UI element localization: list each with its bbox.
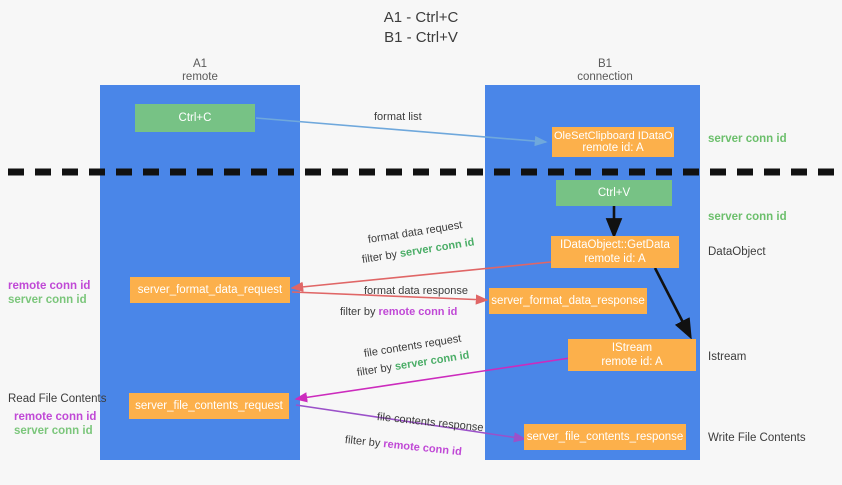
node-istream[interactable]: IStream remote id: A <box>568 339 696 371</box>
edge-label-format-data-response: format data response <box>364 285 468 297</box>
title-line-1: A1 - Ctrl+C <box>383 9 459 26</box>
edge-filter-format-data-response: filter by remote conn id <box>340 305 457 319</box>
note-write-file-contents: Write File Contents <box>708 432 806 444</box>
node-ctrl-c-line1: Ctrl+C <box>178 112 212 124</box>
filter-prefix-4: filter by <box>344 434 384 450</box>
edge-label-file-contents-response: file contents response <box>376 411 485 435</box>
node-server-file-contents-request-label: server_file_contents_request <box>135 400 283 412</box>
node-server-file-contents-response-label: server_file_contents_response <box>526 431 684 443</box>
node-server-file-contents-request[interactable]: server_file_contents_request <box>129 393 289 419</box>
node-getdata-line1: IDataObject::GetData <box>560 239 670 251</box>
filter-prefix-2: filter by <box>340 306 379 318</box>
note-mid-conn-ids: remote conn id server conn id <box>8 279 90 307</box>
filter-prefix-3: filter by <box>356 361 396 379</box>
note-server-conn-id-mid: server conn id <box>708 210 787 224</box>
note-low-remote-conn-id: remote conn id <box>14 411 97 423</box>
title-line-2: B1 - Ctrl+V <box>384 29 458 46</box>
note-low-server-conn-id: server conn id <box>14 425 93 437</box>
node-getdata-line2: remote id: A <box>584 253 646 265</box>
node-ctrl-c[interactable]: Ctrl+C <box>135 104 255 132</box>
node-clipboard-dataobject[interactable]: OleSetClipboard IDataObject remote id: A <box>552 127 674 157</box>
note-server-conn-id-top: server conn id <box>708 132 787 146</box>
filter-prefix-1: filter by <box>361 248 401 266</box>
lane-a1-role: remote <box>182 71 218 83</box>
lane-b1-name: B1 <box>597 58 613 70</box>
node-server-format-data-response[interactable]: server_format_data_response <box>489 288 647 314</box>
node-server-file-contents-response[interactable]: server_file_contents_response <box>524 424 686 450</box>
node-ctrl-v[interactable]: Ctrl+V <box>556 180 672 206</box>
filter-key-2: remote conn id <box>378 306 458 318</box>
note-low-conn-ids: remote conn id server conn id <box>14 410 96 438</box>
edge-filter-file-contents-response: filter by remote conn id <box>344 433 462 459</box>
lane-a1-name: A1 <box>192 58 208 70</box>
node-server-format-data-request[interactable]: server_format_data_request <box>130 277 290 303</box>
lane-header-a1: A1 remote <box>140 58 260 84</box>
node-server-format-data-response-label: server_format_data_response <box>491 295 645 307</box>
note-server-conn-id-top-text: server conn id <box>708 133 787 145</box>
node-idataobject-getdata[interactable]: IDataObject::GetData remote id: A <box>551 236 679 268</box>
edge-label-format-list: format list <box>374 111 422 123</box>
note-istream: Istream <box>708 351 747 363</box>
page-title: A1 - Ctrl+C B1 - Ctrl+V <box>0 8 842 48</box>
node-istream-line2: remote id: A <box>601 356 663 368</box>
note-mid-server-conn-id: server conn id <box>8 294 87 306</box>
filter-key-4: remote conn id <box>382 438 463 459</box>
node-istream-line1: IStream <box>611 342 653 354</box>
note-dataobject: DataObject <box>708 246 766 258</box>
note-server-conn-id-mid-text: server conn id <box>708 211 787 223</box>
lane-header-b1: B1 connection <box>545 58 665 84</box>
lane-b1-role: connection <box>577 71 633 83</box>
node-clipboard-dataobject-line1: OleSetClipboard IDataObject <box>554 130 672 141</box>
node-ctrl-v-line1: Ctrl+V <box>597 187 631 199</box>
node-server-format-data-request-label: server_format_data_request <box>137 284 283 296</box>
node-clipboard-dataobject-line2: remote id: A <box>582 142 644 154</box>
note-mid-remote-conn-id: remote conn id <box>8 280 91 292</box>
note-read-file-contents: Read File Contents <box>8 393 107 405</box>
